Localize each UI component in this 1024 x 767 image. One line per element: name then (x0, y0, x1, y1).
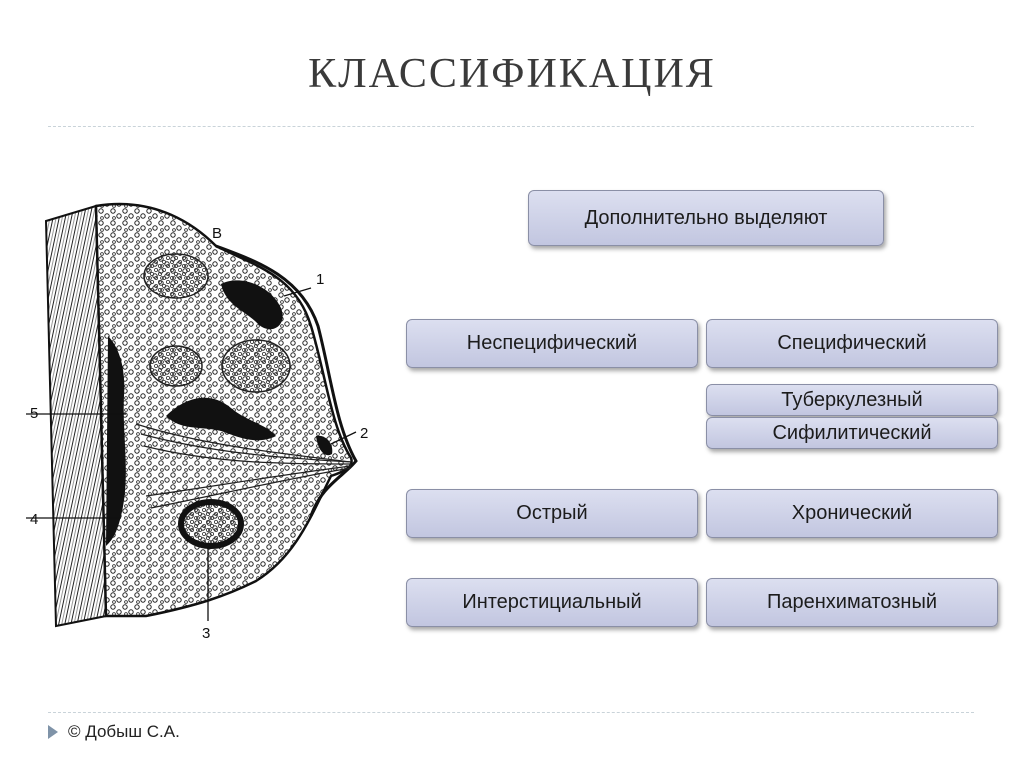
breast-anatomy-illustration: В 1 2 3 4 5 (26, 202, 368, 642)
footer: © Добыш С.А. (48, 722, 180, 742)
box-interstitial: Интерстициальный (406, 578, 698, 627)
figure-label-5: 5 (30, 405, 38, 422)
box-parenchymatous: Паренхиматозный (706, 578, 998, 627)
figure-label-2: 2 (360, 425, 368, 442)
box-chronic: Хронический (706, 489, 998, 538)
box-nonspecific: Неспецифический (406, 319, 698, 368)
arrow-bullet-icon (48, 725, 58, 739)
bottom-divider (48, 712, 974, 713)
box-syphilitic: Сифилитический (706, 417, 998, 449)
figure-label-4: 4 (30, 511, 38, 528)
figure-label-1: 1 (316, 271, 324, 288)
top-divider (48, 126, 974, 127)
box-specific: Специфический (706, 319, 998, 368)
box-additional: Дополнительно выделяют (528, 190, 884, 246)
box-acute: Острый (406, 489, 698, 538)
figure-label-3: 3 (202, 625, 210, 642)
page-title: КЛАССИФИКАЦИЯ (308, 51, 716, 97)
footer-author: © Добыш С.А. (68, 722, 180, 741)
figure-label-b: В (212, 225, 222, 242)
box-tuberculous: Туберкулезный (706, 384, 998, 416)
